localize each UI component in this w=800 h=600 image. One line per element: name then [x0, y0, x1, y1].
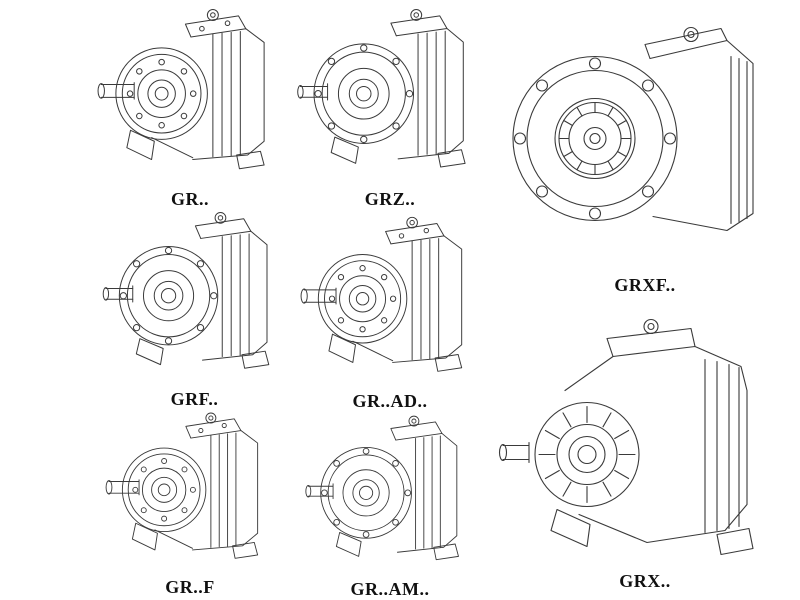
model-label-gr-am: GR..AM..	[350, 579, 430, 599]
model-cell-grf: GRF..	[92, 208, 297, 410]
model-cell-gr: GR..	[90, 4, 290, 210]
model-label-grz: GRZ..	[364, 189, 416, 209]
model-label-grf: GRF..	[170, 389, 219, 409]
model-label-grx: GRX..	[619, 571, 671, 591]
model-cell-gr-am: GR..AM..	[290, 412, 490, 600]
model-cell-grx: GRX..	[495, 300, 795, 592]
grxf-gearbox-illustration	[495, 4, 795, 273]
gr-ad-gearbox-illustration	[290, 212, 490, 389]
model-cell-gr-f: GR..F	[90, 408, 290, 598]
model-label-grxf: GRXF..	[614, 275, 676, 295]
gr-f-gearbox-illustration	[90, 408, 290, 575]
gr-am-gearbox-illustration	[290, 412, 490, 577]
gr-gearbox-illustration	[90, 4, 290, 187]
grf-gearbox-illustration	[92, 208, 297, 387]
grx-gearbox-illustration	[495, 300, 795, 569]
model-cell-grz: GRZ..	[295, 4, 485, 210]
grz-gearbox-illustration	[295, 4, 485, 187]
model-cell-gr-ad: GR..AD..	[290, 212, 490, 412]
model-cell-grxf: GRXF..	[495, 4, 795, 296]
model-label-gr: GR..	[171, 189, 209, 209]
model-label-gr-f: GR..F	[165, 577, 215, 597]
model-label-gr-ad: GR..AD..	[352, 391, 428, 411]
